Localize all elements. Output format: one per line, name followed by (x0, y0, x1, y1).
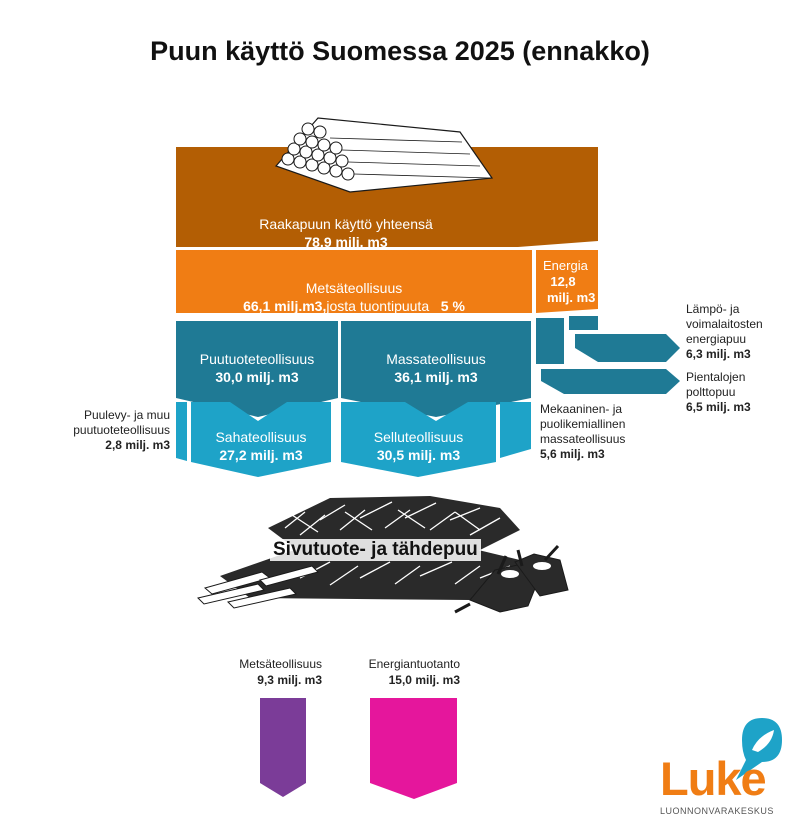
small-houses-arrow (541, 369, 680, 394)
raw-wood-value: 78,9 milj. m3 (304, 234, 388, 250)
luke-logo-bubble (736, 718, 782, 780)
heat-power-label-group: Lämpö- ja voimalaitosten energiapuu 6,3 … (686, 302, 796, 362)
small-houses-value: 6,5 milj. m3 (686, 400, 751, 414)
byproduct-title: Sivutuote- ja tähdepuu (270, 539, 481, 561)
raw-wood-label-group: Raakapuun käyttö yhteensä 78,9 milj. m3 (176, 215, 516, 251)
byproduct-forest-industry-label: Metsäteollisuus (239, 657, 322, 671)
log-pile-icon (274, 117, 494, 193)
mechanical-pulp-label-group: Mekaaninen- ja puolikemiallinen massateo… (540, 402, 650, 462)
forest-industry-label-group: Metsäteollisuus 66,1 milj.m3,josta tuont… (176, 279, 532, 315)
forest-industry-value: 66,1 milj.m3, (243, 298, 327, 314)
mechanical-pulp-label-line2: puolikemiallinen (540, 417, 626, 431)
heat-power-label-line3: energiapuu (686, 332, 747, 346)
byproduct-energy-arrow (370, 698, 457, 799)
luke-logo-text: Luke (660, 752, 767, 805)
mechanical-pulp-label-line3: massateollisuus (540, 432, 626, 446)
pulp-band (341, 321, 531, 417)
sawmill-label: Sahateollisuus (215, 429, 307, 445)
raw-wood-band (176, 147, 598, 247)
small-houses-label-group: Pientalojen polttopuu 6,5 milj. m3 (686, 370, 796, 415)
panels-label-line2: puutuoteteollisuus (73, 423, 170, 437)
pulp-label-group: Massateollisuus 36,1 milj. m3 (341, 350, 531, 386)
forest-industry-import-share: 5 % (440, 298, 465, 314)
wood-products-band (176, 321, 338, 417)
energy-label: Energia (543, 258, 588, 273)
pulp-mill-label: Selluteollisuus (373, 429, 464, 445)
pulp-mill-value: 30,5 milj. m3 (376, 447, 461, 463)
forest-industry-label: Metsäteollisuus (305, 280, 403, 296)
byproduct-forest-industry-value: 9,3 milj. m3 (257, 673, 322, 687)
panels-label-group: Puulevy- ja muu puutuoteteollisuus 2,8 m… (20, 408, 170, 453)
energy-split-top (569, 316, 598, 330)
pulp-mill-label-group: Selluteollisuus 30,5 milj. m3 (341, 428, 496, 464)
heat-power-arrow (575, 334, 680, 362)
forest-industry-band (176, 250, 532, 313)
energy-label-group: Energia 12,8 milj. m3 (543, 258, 603, 306)
wood-products-label: Puutuoteteollisuus (199, 351, 315, 367)
heat-power-label-line1: Lämpö- ja (686, 302, 740, 316)
byproduct-energy-value: 15,0 milj. m3 (388, 673, 460, 687)
wood-products-value: 30,0 milj. m3 (215, 369, 299, 385)
byproduct-forest-industry-group: Metsäteollisuus 9,3 milj. m3 (210, 656, 322, 688)
forest-industry-notch (176, 250, 532, 256)
energy-value-line1: 12,8 (550, 274, 576, 289)
energy-split-left (536, 318, 564, 364)
branch-pile-icon (197, 496, 569, 614)
pulp-value: 36,1 milj. m3 (394, 369, 478, 385)
mechanical-pulp-band (500, 402, 531, 458)
energy-band (536, 250, 598, 313)
page-title: Puun käyttö Suomessa 2025 (ennakko) (150, 36, 650, 66)
luke-logo-subtitle: LUONNONVARAKESKUS (660, 806, 774, 816)
sawmill-value: 27,2 milj. m3 (219, 447, 303, 463)
byproduct-energy-label: Energiantuotanto (368, 657, 460, 671)
panels-label-line1: Puulevy- ja muu (83, 408, 170, 422)
sawmill-label-group: Sahateollisuus 27,2 milj. m3 (191, 428, 331, 464)
byproduct-energy-group: Energiantuotanto 15,0 milj. m3 (350, 656, 460, 688)
panels-value: 2,8 milj. m3 (105, 438, 170, 452)
sawmill-band (191, 402, 331, 477)
energy-value-line2: milj. m3 (547, 290, 596, 305)
small-houses-label-line1: Pientalojen (686, 370, 746, 384)
small-houses-label-line2: polttopuu (686, 385, 736, 399)
raw-wood-label: Raakapuun käyttö yhteensä (259, 216, 433, 232)
wood-products-label-group: Puutuoteteollisuus 30,0 milj. m3 (176, 350, 338, 386)
heat-power-label-line2: voimalaitosten (686, 317, 763, 331)
forest-industry-suffix: josta tuontipuuta (326, 298, 430, 314)
panels-band (176, 402, 187, 461)
mechanical-pulp-value: 5,6 milj. m3 (540, 447, 605, 461)
heat-power-value: 6,3 milj. m3 (686, 347, 751, 361)
pulp-label: Massateollisuus (386, 351, 486, 367)
byproduct-forest-industry-arrow (260, 698, 306, 797)
pulp-mill-band (341, 402, 496, 477)
mechanical-pulp-label-line1: Mekaaninen- ja (540, 402, 623, 416)
